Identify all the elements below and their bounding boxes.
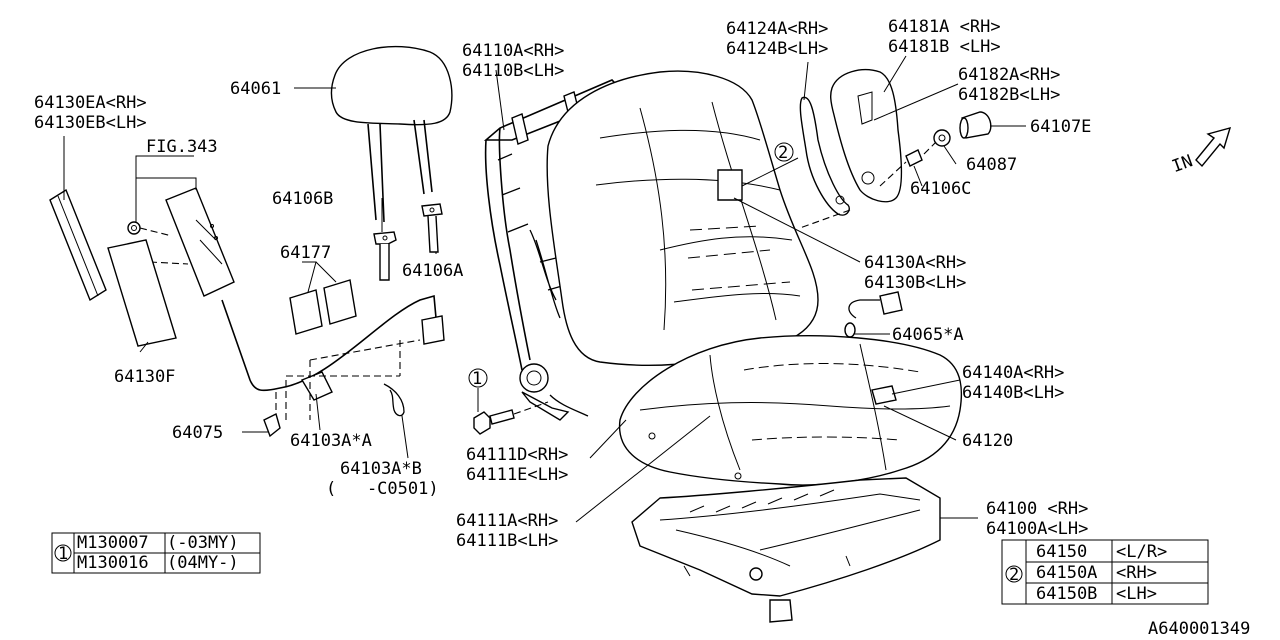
label-64100: 64100 <RH> bbox=[986, 499, 1088, 519]
legend1-row2-note: (04MY-) bbox=[167, 553, 239, 573]
legend2-row3-note: <LH> bbox=[1116, 584, 1157, 604]
label-64061: 64061 bbox=[230, 79, 281, 99]
side-cover-64181 bbox=[829, 69, 903, 203]
trim-panel-64130f bbox=[107, 239, 177, 347]
label-64111e: 64111E<LH> bbox=[466, 465, 568, 485]
label-64182b: 64182B<LH> bbox=[958, 85, 1060, 105]
legend2-row2-part: 64150A bbox=[1036, 563, 1097, 583]
label-64130f: 64130F bbox=[114, 367, 175, 387]
legend1-row2-part: M130016 bbox=[77, 553, 149, 573]
label-64181a: 64181A <RH> bbox=[888, 17, 1001, 37]
in-arrow-label: IN bbox=[1169, 151, 1195, 177]
seat-cushion bbox=[618, 335, 963, 486]
legend2-row1-part: 64150 bbox=[1036, 542, 1087, 562]
in-direction-arrow: IN bbox=[1169, 126, 1232, 177]
label-64087: 64087 bbox=[966, 155, 1017, 175]
harness-connector bbox=[844, 291, 903, 338]
drawing-id: A640001349 bbox=[1148, 619, 1250, 639]
label-64111b: 64111B<LH> bbox=[456, 531, 558, 551]
leader-lines bbox=[63, 55, 1026, 523]
knob-64107e bbox=[959, 111, 992, 139]
label-64075: 64075 bbox=[172, 423, 223, 443]
label-64106b: 64106B bbox=[272, 189, 333, 209]
bushing-64106c bbox=[905, 149, 923, 167]
nut-fig343 bbox=[127, 221, 141, 235]
headrest-guide-64106a bbox=[421, 203, 443, 253]
legend1-row1-part: M130007 bbox=[77, 533, 149, 553]
seat-frame-64100 bbox=[631, 477, 941, 623]
legend-table-2: 2 64150 <L/R> 64150A <RH> 64150B <LH> bbox=[1001, 539, 1209, 605]
label-64103a-b-note: ( -C0501) bbox=[326, 479, 439, 499]
recliner-bolt bbox=[473, 401, 549, 435]
label-64182a: 64182A<RH> bbox=[958, 65, 1060, 85]
label-64177: 64177 bbox=[280, 243, 331, 263]
pads-64177 bbox=[289, 279, 357, 335]
label-64130eb: 64130EB<LH> bbox=[34, 113, 147, 133]
label-64140b: 64140B<LH> bbox=[962, 383, 1064, 403]
label-64110b: 64110B<LH> bbox=[462, 61, 564, 81]
label-64111d: 64111D<RH> bbox=[466, 445, 568, 465]
legend1-index: 1 bbox=[58, 544, 68, 564]
recliner-mechanism bbox=[519, 363, 589, 421]
legend2-index: 2 bbox=[1009, 565, 1019, 585]
label-64124a: 64124A<RH> bbox=[726, 19, 828, 39]
legend1-row1-note: (-03MY) bbox=[167, 533, 239, 553]
label-64103a-b: 64103A*B bbox=[340, 459, 422, 479]
callout-1-on-bolt: 1 bbox=[468, 368, 488, 389]
side-airbag-cover-64130e bbox=[49, 188, 107, 302]
legend2-row2-note: <RH> bbox=[1116, 563, 1157, 583]
headrest bbox=[330, 45, 453, 223]
callout-2-on-seatback: 2 bbox=[774, 142, 794, 163]
label-64111a: 64111A<RH> bbox=[456, 511, 558, 531]
label-fig343: FIG.343 bbox=[146, 137, 218, 157]
band-64103a-b bbox=[383, 383, 405, 417]
label-64065a: 64065*A bbox=[892, 325, 964, 345]
label-64107e: 64107E bbox=[1030, 117, 1091, 137]
callout-1-label: 1 bbox=[472, 369, 482, 389]
seat-back-pad bbox=[546, 70, 819, 366]
legend-table-1: 1 M130007 (-03MY) M130016 (04MY-) bbox=[51, 532, 261, 574]
washer-64087 bbox=[933, 129, 951, 147]
label-64181b: 64181B <LH> bbox=[888, 37, 1001, 57]
label-64110a: 64110A<RH> bbox=[462, 41, 564, 61]
headrest-guide-64106b bbox=[373, 231, 397, 281]
label-64130ea: 64130EA<RH> bbox=[34, 93, 147, 113]
label-64100a: 64100A<LH> bbox=[986, 519, 1088, 539]
label-64103a-a: 64103A*A bbox=[290, 431, 372, 451]
legend2-row1-note: <L/R> bbox=[1116, 542, 1167, 562]
label-64106a: 64106A bbox=[402, 261, 463, 281]
clip-64103a-a bbox=[300, 371, 333, 401]
label-64124b: 64124B<LH> bbox=[726, 39, 828, 59]
airbag-module-fig343 bbox=[165, 187, 235, 297]
label-64140a: 64140A<RH> bbox=[962, 363, 1064, 383]
label-64120: 64120 bbox=[962, 431, 1013, 451]
label-64130a: 64130A<RH> bbox=[864, 253, 966, 273]
legend2-row3-part: 64150B bbox=[1036, 584, 1097, 604]
callout-2-label: 2 bbox=[778, 143, 788, 163]
side-cover-64124 bbox=[799, 96, 850, 216]
label-64130b: 64130B<LH> bbox=[864, 273, 966, 293]
label-64106c: 64106C bbox=[910, 179, 971, 199]
